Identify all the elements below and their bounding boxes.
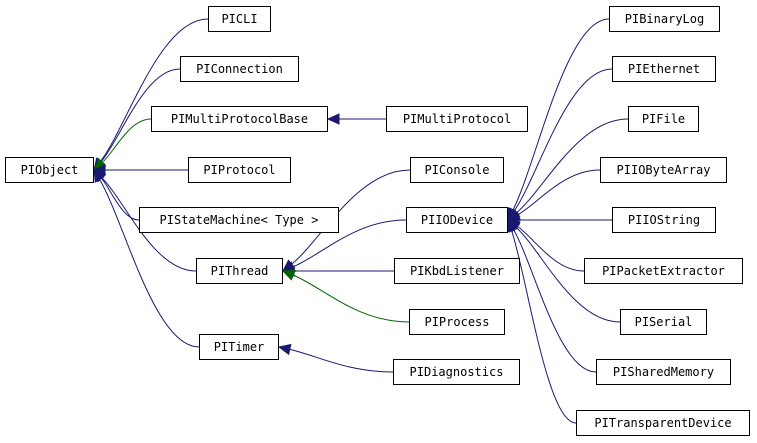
node-piconsole[interactable]: PIConsole — [410, 157, 504, 183]
node-piconnection[interactable]: PIConnection — [180, 56, 299, 82]
arrowhead-piprocess-to-pithread — [281, 269, 296, 281]
edge-pimultiprotocolbase-to-piobject — [101, 118, 152, 164]
edge-piiodevice-to-pithread — [292, 219, 407, 268]
node-piprotocol[interactable]: PIProtocol — [188, 157, 291, 183]
arrowhead-pidiagnostics-to-pitimer — [277, 343, 292, 356]
edge-piconsole-to-pithread — [291, 169, 411, 265]
node-piobject[interactable]: PIObject — [5, 157, 94, 183]
edge-pithread-to-piobject — [101, 177, 197, 272]
node-pistatemachine[interactable]: PIStateMachine< Type > — [139, 207, 339, 233]
node-pitimer[interactable]: PITimer — [199, 334, 279, 360]
edge-pisharedmemory-to-piiodevice — [513, 229, 597, 373]
node-piprocess[interactable]: PIProcess — [409, 309, 505, 335]
node-pibinarylog[interactable]: PIBinaryLog — [609, 6, 720, 32]
node-piethernet[interactable]: PIEthernet — [612, 56, 716, 82]
edge-pitransparentdevice-to-piiodevice — [511, 230, 577, 424]
node-pithread[interactable]: PIThread — [196, 258, 283, 284]
edge-piethernet-to-piiodevice — [513, 68, 613, 212]
edge-piprocess-to-pithread — [293, 274, 410, 323]
node-pidiagnostics[interactable]: PIDiagnostics — [393, 359, 520, 385]
node-pisharedmemory[interactable]: PISharedMemory — [596, 359, 731, 385]
arrowhead-pimultiprotocol-to-pimultiprotocolbase — [326, 113, 340, 125]
node-piserial[interactable]: PISerial — [620, 309, 707, 335]
node-pitransparentdevice[interactable]: PITransparentDevice — [576, 410, 750, 436]
edge-piiobytearray-to-piiodevice — [517, 169, 601, 216]
edge-piserial-to-piiodevice — [515, 227, 621, 323]
edge-pifile-to-piiodevice — [516, 118, 629, 214]
node-pimultiprotocol[interactable]: PIMultiProtocol — [386, 106, 528, 132]
node-picli[interactable]: PICLI — [208, 6, 271, 32]
node-piiostring[interactable]: PIIOString — [612, 207, 716, 233]
edge-picli-to-piobject — [100, 18, 209, 162]
node-piiodevice[interactable]: PIIODevice — [406, 207, 508, 233]
edge-piconnection-to-piobject — [100, 68, 181, 162]
node-pimultiprotocolbase[interactable]: PIMultiProtocolBase — [151, 106, 328, 132]
edge-pistatemachine-to-piobject — [100, 177, 140, 221]
arrowhead-pitimer-to-piobject — [93, 168, 105, 183]
edge-pipacketextractor-to-piiodevice — [516, 225, 585, 272]
node-piiobytearray[interactable]: PIIOByteArray — [600, 157, 727, 183]
edge-pibinarylog-to-piiodevice — [512, 18, 610, 211]
node-pipacketextractor[interactable]: PIPacketExtractor — [584, 258, 743, 284]
edge-pidiagnostics-to-pitimer — [289, 348, 394, 373]
node-pikbdlistener[interactable]: PIKbdListener — [394, 258, 520, 284]
edge-pitimer-to-piobject — [99, 179, 200, 348]
node-pifile[interactable]: PIFile — [628, 106, 699, 132]
